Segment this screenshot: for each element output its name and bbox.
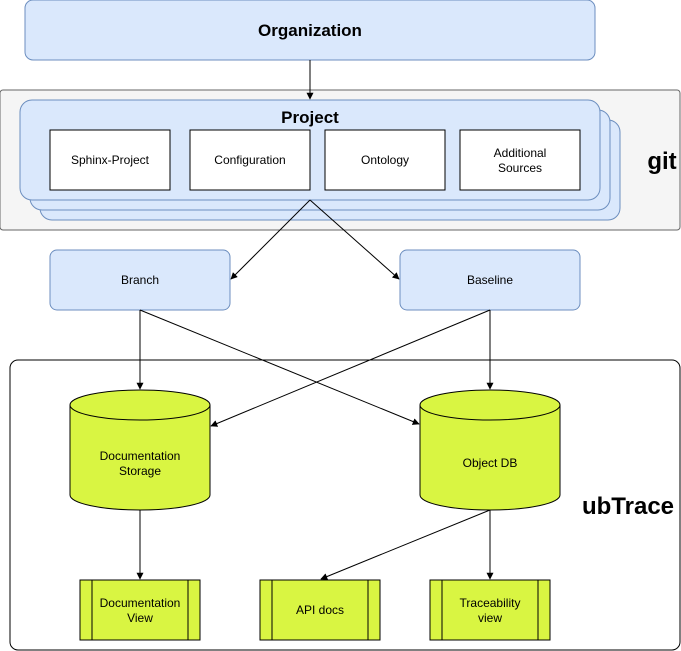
arrow-baseline-documentation-storage: [210, 309, 491, 427]
ubtrace-label: ubTrace: [582, 493, 674, 520]
branch-label: Branch: [121, 273, 159, 287]
organization-label: Organization: [258, 21, 362, 40]
baseline-node: Baseline: [399, 249, 581, 311]
object-db-label: Object DB: [463, 456, 518, 470]
arrow-branch-object-db: [139, 309, 420, 425]
component-configuration-label: Configuration: [214, 153, 285, 167]
arrow-object-db-api-docs: [320, 509, 491, 580]
component-sphinx-project-label: Sphinx-Project: [71, 153, 150, 167]
api-docs-node: API docs: [259, 579, 381, 641]
connectors: [136, 60, 494, 580]
component-configuration: Configuration: [189, 129, 311, 191]
object-db-cylinder: Object DB: [419, 389, 561, 511]
project-title: Project: [281, 108, 339, 127]
api-docs-label: API docs: [296, 603, 344, 617]
arrow-project-baseline: [309, 199, 400, 280]
branch-node: Branch: [49, 249, 231, 311]
arrow-project-branch: [230, 199, 311, 280]
organization-node: Organization: [24, 0, 596, 61]
baseline-label: Baseline: [467, 273, 513, 287]
component-sphinx-project: Sphinx-Project: [49, 129, 171, 191]
git-label: git: [647, 148, 676, 175]
component-ontology: Ontology: [324, 129, 446, 191]
component-ontology-label: Ontology: [361, 153, 409, 167]
